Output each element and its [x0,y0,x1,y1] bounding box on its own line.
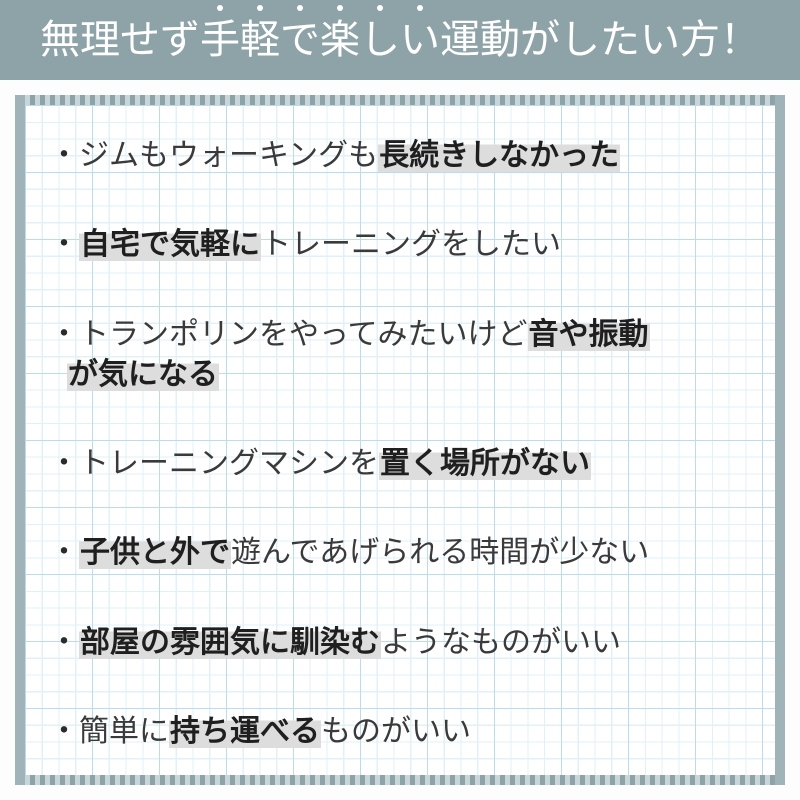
bullet-icon: ・ [49,228,79,262]
title-char: た [600,18,640,62]
title-char: 運 [440,18,480,62]
title-char: 理 [80,18,120,62]
highlighted-text: 持ち運べる [169,714,321,748]
bullet-icon: ・ [49,139,79,172]
body-text: 簡単に [79,714,169,748]
title-char: い [400,14,440,66]
ruler-border-top [25,95,775,105]
title-char: で [280,14,320,66]
highlighted-text: 自宅で気軽に [79,228,261,262]
list-item-line-continued: が気になる [49,352,757,398]
content-card: ・ジムもウォーキングも長続きしなかった・自宅で気軽にトレーニングをしたい・トラン… [15,95,785,785]
title-char: せ [120,18,160,62]
title-char: 動 [480,18,520,62]
list-item-line: ・ジムもウォーキングも長続きしなかった [49,139,621,172]
bullet-icon: ・ [49,714,79,748]
title-char: 方 [680,18,720,62]
body-text: トレーニングをしたい [261,228,561,262]
list-item-line: ・トランポリンをやってみたいけど音や振動 [49,317,650,351]
highlighted-text: 置く場所がない [379,446,591,480]
title-char: ず [160,18,200,62]
list-item-line: ・子供と外で遊んであげられる時間が少ない [49,536,650,570]
list-item: ・子供と外で遊んであげられる時間が少ない [49,530,757,576]
body-text: ようなものがいい [381,625,621,659]
title-char: し [560,18,600,62]
list-item-line: ・簡単に持ち運べるものがいい [49,714,471,748]
highlighted-text: 音や振動 [527,317,650,351]
title-char: い [640,18,680,62]
title-char: が [520,18,560,62]
bullet-icon: ・ [49,446,79,480]
bullet-icon: ・ [49,536,79,570]
graph-paper-background: ・ジムもウォーキングも長続きしなかった・自宅で気軽にトレーニングをしたい・トラン… [25,105,775,775]
page-title: 無理せず手軽で楽しい運動がしたい方！ [0,0,800,80]
list-item: ・自宅で気軽にトレーニングをしたい [49,222,757,268]
body-text: 遊んであげられる時間が少ない [231,536,650,570]
body-text: トランポリンをやってみたいけど [79,317,528,351]
highlighted-text: 部屋の雰囲気に馴染む [79,625,381,659]
body-text: ものがいい [321,714,471,748]
title-char: し [360,14,400,66]
bullet-icon: ・ [49,625,79,659]
list-item-line: ・自宅で気軽にトレーニングをしたい [49,228,561,262]
body-text: トレーニングマシンを [79,446,379,480]
title-char: 楽 [320,14,360,66]
bullet-icon: ・ [49,317,79,351]
list-item: ・トレーニングマシンを置く場所がない [49,441,757,487]
list-item: ・トランポリンをやってみたいけど音や振動が気になる [49,312,757,398]
list-item: ・部屋の雰囲気に馴染むようなものがいい [49,620,757,666]
list-item-line: ・部屋の雰囲気に馴染むようなものがいい [49,625,621,659]
highlighted-text: が気になる [67,357,219,391]
list-item: ・ジムもウォーキングも長続きしなかった [49,133,757,179]
title-char: ！ [720,18,760,62]
list-item-line: ・トレーニングマシンを置く場所がない [49,446,591,480]
body-text: ジムもウォーキングも [79,139,379,172]
title-char: 軽 [240,14,280,66]
pain-point-list: ・ジムもウォーキングも長続きしなかった・自宅で気軽にトレーニングをしたい・トラン… [25,105,775,775]
list-item: ・簡単に持ち運べるものがいい [49,709,757,755]
title-char: 手 [200,14,240,66]
ruler-border-bottom [25,775,775,785]
highlighted-text: 長続きしなかった [378,139,621,172]
title-char: 無 [40,18,80,62]
highlighted-text: 子供と外で [79,536,231,570]
